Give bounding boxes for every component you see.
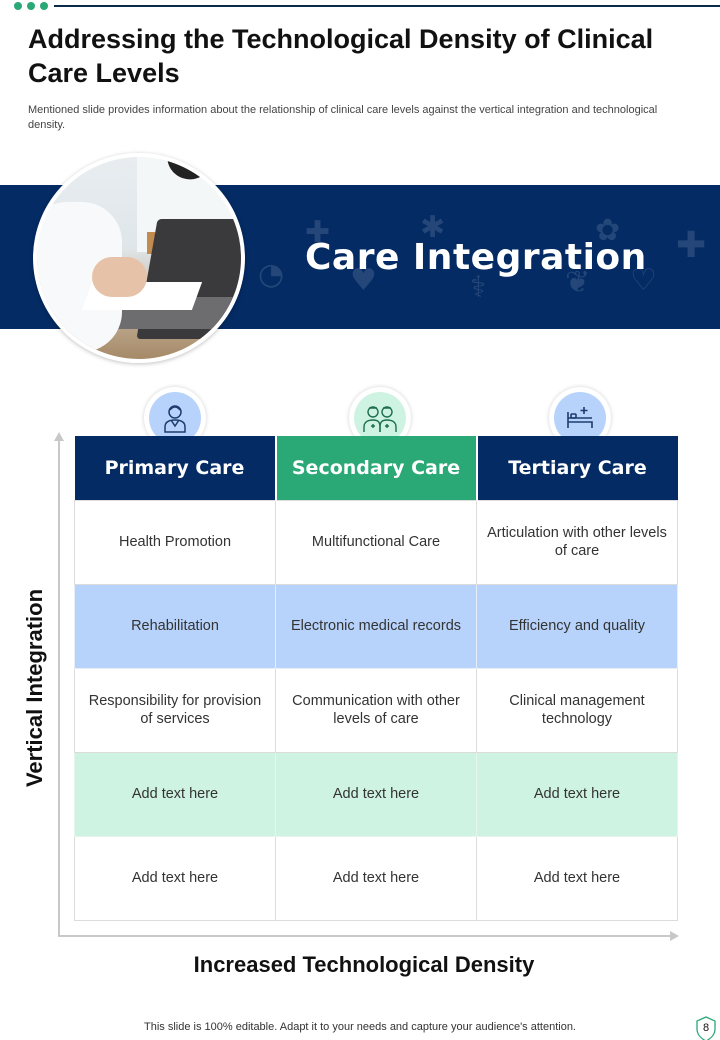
table-cell: Add text here xyxy=(74,751,276,837)
table-cell: Add text here xyxy=(476,835,678,921)
stethoscope-icon: ⚕ xyxy=(470,270,487,305)
banner-title: Care Integration xyxy=(305,237,647,278)
table-cell: Multifunctional Care xyxy=(275,499,477,585)
page-title: Addressing the Technological Density of … xyxy=(28,24,654,88)
table-cell: Add text here xyxy=(275,751,477,837)
table-cell: Efficiency and quality xyxy=(476,583,678,669)
table-cell: Add text here xyxy=(275,835,477,921)
table-row: Health Promotion Multifunctional Care Ar… xyxy=(74,499,678,585)
decor-dot xyxy=(40,2,48,10)
column-header-primary: Primary Care xyxy=(74,436,277,500)
column-header-tertiary: Tertiary Care xyxy=(476,436,678,500)
medical-kit-icon: ✚ xyxy=(305,215,331,250)
heart-plus-icon: ♡ xyxy=(630,263,657,298)
table-cell: Responsibility for provision of services xyxy=(74,667,276,753)
table-cell: Rehabilitation xyxy=(74,583,276,669)
y-axis-line xyxy=(58,440,60,937)
hands-icon: ❦ xyxy=(565,265,591,300)
top-rule xyxy=(54,5,720,7)
table-cell: Add text here xyxy=(476,751,678,837)
medical-star-icon: ✱ xyxy=(420,210,446,245)
doctor-icon xyxy=(164,405,186,433)
column-header-secondary: Secondary Care xyxy=(275,436,478,500)
x-axis-label: Increased Technological Density xyxy=(193,952,535,977)
y-axis-label: Vertical Integration xyxy=(22,588,47,788)
table-row: Add text here Add text here Add text her… xyxy=(74,835,678,921)
medical-team-icon xyxy=(363,406,397,432)
table-header-row: Primary Care Secondary Care Tertiary Car… xyxy=(74,436,678,500)
shield-icon xyxy=(696,1016,716,1040)
care-levels-table: Primary Care Secondary Care Tertiary Car… xyxy=(74,436,678,921)
x-axis-arrow xyxy=(670,931,679,941)
table-cell: Electronic medical records xyxy=(275,583,477,669)
plus-icon: ✚ xyxy=(676,225,707,266)
heart-icon: ♥ xyxy=(350,263,377,298)
table-row: Add text here Add text here Add text her… xyxy=(74,751,678,837)
footer-note: This slide is 100% editable. Adapt it to… xyxy=(144,1021,576,1033)
table-row: Rehabilitation Electronic medical record… xyxy=(74,583,678,669)
hospital-bed-icon xyxy=(567,407,593,428)
page-number-badge: 8 xyxy=(695,1016,717,1040)
table-cell: Clinical management technology xyxy=(476,667,678,753)
decor-dot xyxy=(14,2,22,10)
tertiary-care-icon-badge xyxy=(549,387,611,449)
table-cell: Communication with other levels of care xyxy=(275,667,477,753)
table-cell: Articulation with other levels of care xyxy=(476,499,678,585)
page-number: 8 xyxy=(702,1022,710,1034)
table-cell: Add text here xyxy=(74,835,276,921)
table-row: Responsibility for provision of services… xyxy=(74,667,678,753)
decor-dot xyxy=(27,2,35,10)
virus-icon: ✿ xyxy=(595,213,621,248)
y-axis-arrow xyxy=(54,432,64,441)
x-axis-line xyxy=(58,935,670,937)
table-cell: Health Promotion xyxy=(74,499,276,585)
doctor-laptop-photo xyxy=(33,153,245,363)
page-subtitle: Mentioned slide provides information abo… xyxy=(28,104,658,131)
tooth-icon: ◔ xyxy=(258,257,285,292)
